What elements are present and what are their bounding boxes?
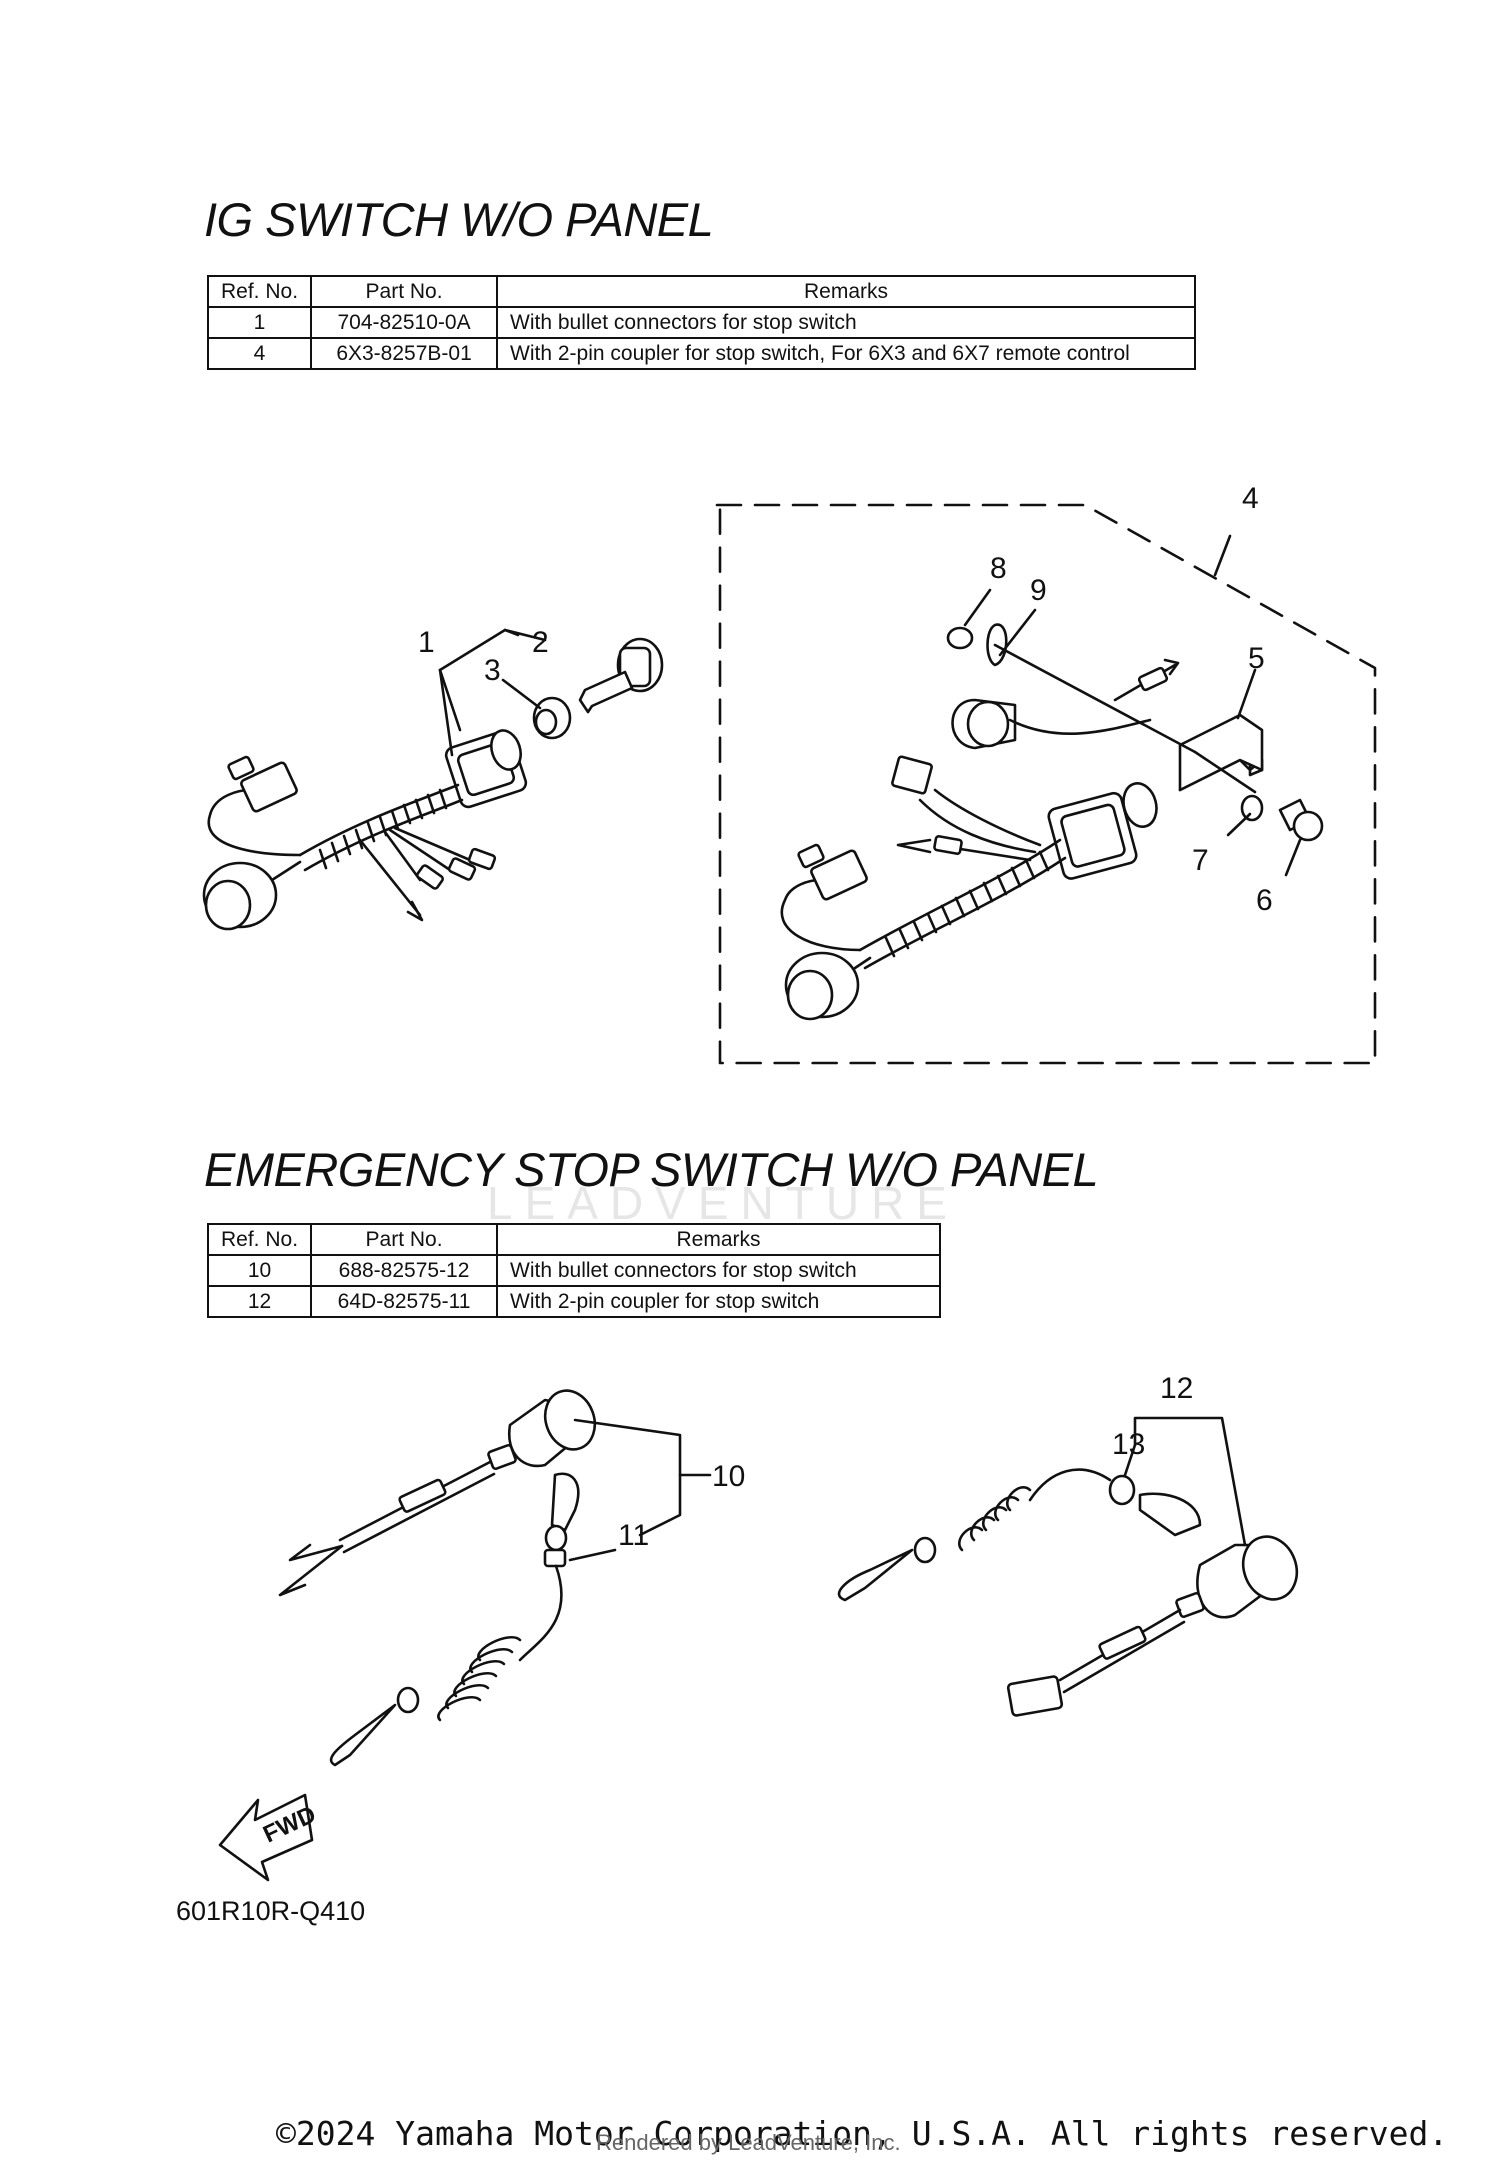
callout-5: 5 — [1248, 642, 1265, 675]
emergency-stop-switch-10 — [278, 1389, 597, 1767]
callout-10: 10 — [712, 1460, 745, 1493]
figure-code: 601R10R-Q410 — [176, 1896, 366, 1926]
col-part-no: Part No. — [310, 1223, 499, 1256]
callout-leaders-12-13 — [1123, 1416, 1247, 1547]
ref-no-cell: 12 — [206, 1285, 313, 1318]
callout-6: 6 — [1256, 884, 1273, 917]
callout-2: 2 — [532, 626, 549, 659]
callout-leaders-left — [438, 628, 547, 757]
remarks-cell: With bullet connectors for stop switch — [496, 1254, 942, 1287]
callout-3: 3 — [484, 654, 501, 687]
remarks-cell: With 2-pin coupler for stop switch, For … — [496, 337, 1197, 370]
col-remarks: Remarks — [496, 1223, 942, 1256]
callout-leaders-right — [963, 534, 1302, 877]
remarks-cell: With bullet connectors for stop switch — [496, 306, 1197, 339]
harness-assembly-4 — [715, 503, 1377, 1065]
callout-11: 11 — [618, 1519, 649, 1552]
callout-1: 1 — [418, 626, 435, 659]
leadventure-watermark: LEADVENTURE — [487, 1177, 959, 1229]
ig-switch-title: IG SWITCH W/O PANEL — [204, 193, 714, 246]
callout-8: 8 — [990, 552, 1007, 585]
callout-9: 9 — [1030, 574, 1047, 607]
render-credit: Rendered by LeadVenture, Inc. — [596, 2130, 901, 2155]
key-2 — [578, 637, 664, 714]
callout-13: 13 — [1112, 1428, 1145, 1461]
ref-no-cell: 1 — [206, 306, 313, 339]
table-row: 1 704-82510-0A With bullet connectors fo… — [206, 306, 1197, 339]
table-header-row: Ref. No. Part No. Remarks — [206, 1223, 942, 1256]
callout-12: 12 — [1160, 1372, 1193, 1405]
table-row: 10 688-82575-12 With bullet connectors f… — [206, 1254, 942, 1287]
callout-4: 4 — [1242, 482, 1259, 515]
callout-7: 7 — [1192, 844, 1209, 877]
remarks-cell: With 2-pin coupler for stop switch — [496, 1285, 942, 1318]
callout-leaders-10-11 — [568, 1418, 712, 1562]
part-no-cell: 704-82510-0A — [310, 306, 499, 339]
table-header-row: Ref. No. Part No. Remarks — [206, 275, 1197, 308]
emergency-stop-parts-table: Ref. No. Part No. Remarks 10 688-82575-1… — [206, 1223, 942, 1318]
emergency-stop-title: EMERGENCY STOP SWITCH W/O PANEL — [204, 1143, 1099, 1196]
ref-no-cell: 10 — [206, 1254, 313, 1287]
table-row: 4 6X3-8257B-01 With 2-pin coupler for st… — [206, 337, 1197, 370]
col-part-no: Part No. — [310, 275, 499, 308]
emergency-stop-switch-12 — [837, 1468, 1299, 1717]
table-row: 12 64D-82575-11 With 2-pin coupler for s… — [206, 1285, 942, 1318]
part-no-cell: 6X3-8257B-01 — [310, 337, 499, 370]
col-ref-no: Ref. No. — [206, 1223, 313, 1256]
part-no-cell: 64D-82575-11 — [310, 1285, 499, 1318]
ig-switch-harness-1 — [202, 729, 528, 931]
ref-no-cell: 4 — [206, 337, 313, 370]
col-ref-no: Ref. No. — [206, 275, 313, 308]
copyright-notice: ©2024 Yamaha Motor Corporation, U.S.A. A… — [276, 2114, 1449, 2153]
fwd-arrow: FWD — [218, 1793, 320, 1882]
part-no-cell: 688-82575-12 — [310, 1254, 499, 1287]
ig-switch-parts-table: Ref. No. Part No. Remarks 1 704-82510-0A… — [206, 275, 1197, 370]
col-remarks: Remarks — [496, 275, 1197, 308]
grommet-3 — [532, 696, 572, 740]
